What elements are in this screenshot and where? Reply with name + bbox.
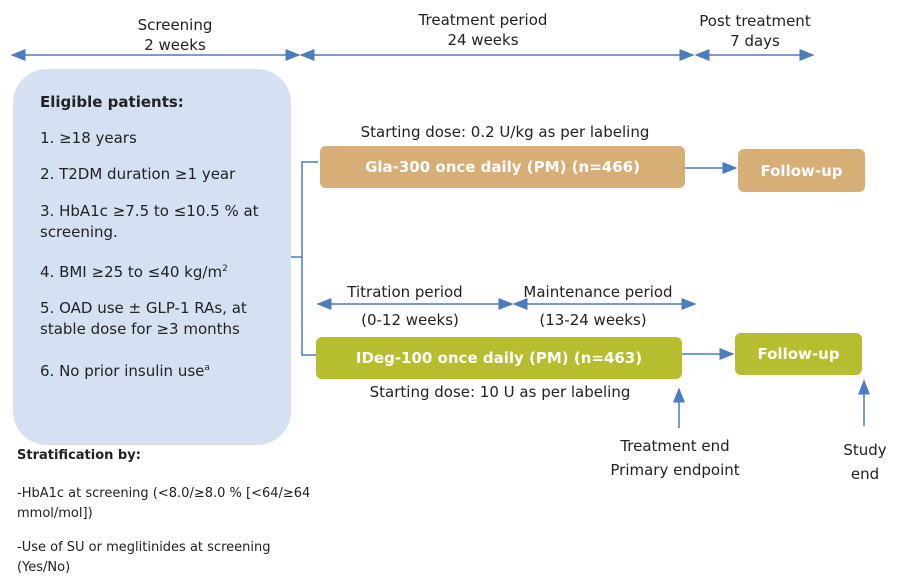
criterion-bmi: 4. BMI ≥25 to ≤40 kg/m2 — [40, 259, 280, 283]
criterion-age: 1. ≥18 years — [40, 129, 137, 147]
ideg-dose-note: Starting dose: 10 U as per labeling — [369, 383, 631, 401]
treatment-label: Treatment period — [418, 11, 548, 29]
screening-phase: Screening 2 weeks — [110, 15, 240, 55]
treatment-end-text: Treatment end — [620, 437, 730, 455]
criterion-bmi-sup: 2 — [222, 264, 228, 274]
study-end-label: Study end — [830, 438, 900, 486]
maintenance-weeks: (13-24 weeks) — [539, 311, 647, 329]
post-treatment-label: Post treatment — [699, 12, 811, 30]
treatment-duration: 24 weeks — [447, 31, 519, 49]
branch-connector-lower — [301, 257, 318, 356]
study-text: Study — [843, 441, 887, 459]
criterion-hba1c: 3. HbA1c ≥7.5 to ≤10.5 % at screening. — [40, 202, 259, 241]
titration-weeks: (0-12 weeks) — [361, 311, 459, 329]
criterion-insulin: 6. No prior insulin usea — [40, 358, 280, 382]
screening-duration: 2 weeks — [144, 36, 206, 54]
stratification-hba1c: -HbA1c at screening (<8.0/≥8.0 % [<64/≥6… — [17, 486, 311, 521]
titration-label: Titration period — [347, 283, 463, 301]
eligibility-title: Eligible patients: — [40, 93, 184, 111]
criterion-insulin-sup: a — [204, 363, 210, 373]
stratification-title: Stratification by: — [17, 448, 141, 463]
gla-dose-note: Starting dose: 0.2 U/kg as per labeling — [360, 123, 650, 141]
primary-endpoint-text: Primary endpoint — [610, 461, 740, 479]
post-treatment-duration: 7 days — [730, 32, 780, 50]
gla-arm-box: Gla-300 once daily (PM) (n=466) — [320, 146, 685, 188]
ideg-followup-box: Follow-up — [735, 333, 862, 375]
eligibility-panel — [13, 69, 291, 445]
treatment-end-label: Treatment end Primary endpoint — [600, 434, 750, 482]
stratification-su: -Use of SU or meglitinides at screening … — [17, 540, 271, 575]
end-text: end — [850, 465, 880, 483]
screening-label: Screening — [137, 16, 213, 34]
gla-followup-box: Follow-up — [738, 149, 865, 192]
treatment-phase: Treatment period 24 weeks — [398, 10, 568, 50]
criterion-duration: 2. T2DM duration ≥1 year — [40, 165, 236, 183]
criterion-insulin-text: 6. No prior insulin use — [40, 362, 205, 380]
post-treatment-phase: Post treatment 7 days — [690, 11, 820, 51]
criterion-oad: 5. OAD use ± GLP-1 RAs, at stable dose f… — [40, 299, 247, 338]
ideg-arm-box: IDeg-100 once daily (PM) (n=463) — [316, 337, 682, 379]
criterion-bmi-text: 4. BMI ≥25 to ≤40 kg/m — [40, 263, 223, 281]
maintenance-label: Maintenance period — [523, 283, 673, 301]
